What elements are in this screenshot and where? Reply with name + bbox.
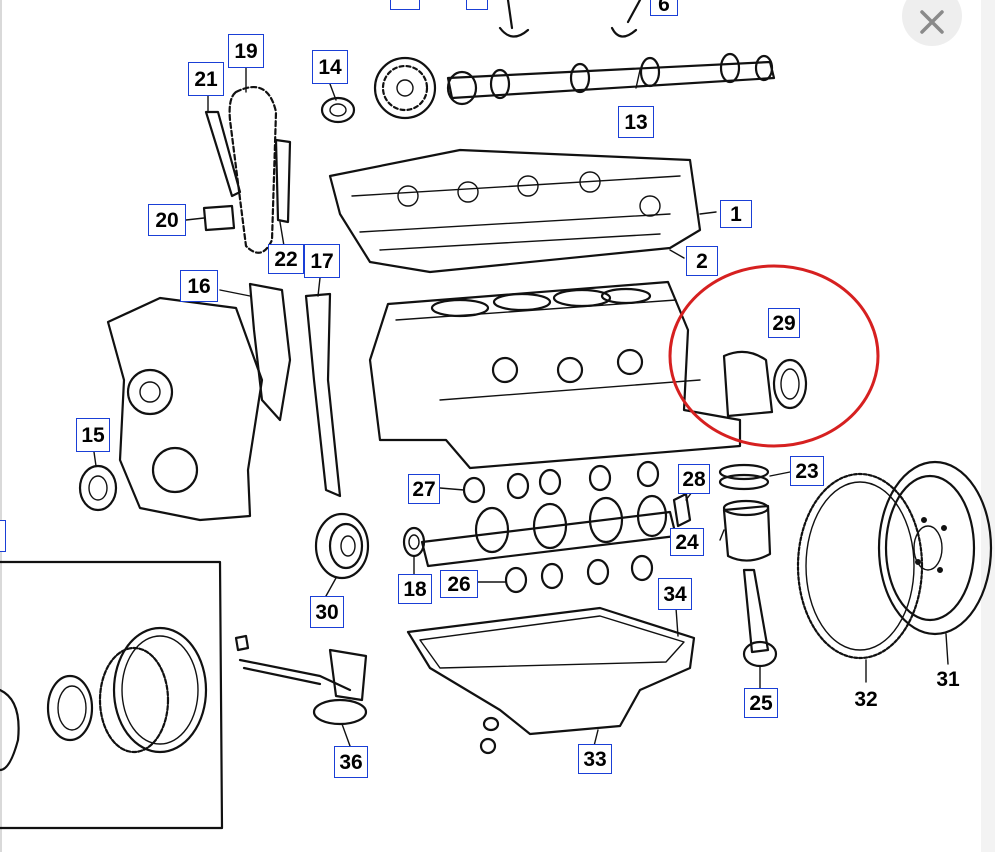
timing-chain [204, 86, 292, 254]
drain-plug [479, 716, 500, 755]
cylinder-head [328, 148, 702, 274]
part-label-28: 28 [678, 464, 710, 494]
piston-rings [718, 463, 770, 491]
part-label-24: 24 [670, 528, 704, 556]
part-label-22: 22 [268, 244, 304, 274]
part-label-6: 6 [650, 0, 678, 16]
part-label-36: 36 [334, 746, 368, 778]
part-label-32: 32 [854, 687, 878, 711]
front-oil-seal [78, 464, 118, 512]
part-label-34: 34 [658, 578, 692, 610]
part-label-cropped-top [390, 0, 420, 10]
crank-pulley [314, 512, 370, 580]
frame-right-edge [981, 0, 995, 852]
highlight-ring [668, 264, 880, 448]
part-label-15: 15 [76, 418, 110, 452]
part-label-20: 20 [148, 204, 186, 236]
part-label-14: 14 [312, 50, 348, 84]
close-icon [920, 10, 944, 34]
piston [722, 499, 772, 562]
cover-seal-strip [304, 292, 342, 498]
part-label-13: 13 [618, 106, 654, 138]
chain-tensioner [202, 204, 236, 232]
part-label-16: 16 [180, 270, 218, 302]
main-bearings-lower [504, 554, 654, 594]
rear-seal-retainer [722, 350, 808, 418]
rod-bearing [672, 492, 692, 528]
part-label-21: 21 [188, 62, 224, 96]
part-label-23: 23 [790, 456, 824, 486]
close-button[interactable] [902, 0, 962, 46]
cam-sprocket [373, 56, 437, 120]
frame-left-edge [0, 0, 2, 852]
inset-detail-box [0, 560, 224, 830]
part-label-27: 27 [408, 474, 440, 504]
part-label-25: 25 [744, 688, 778, 718]
part-label-2: 2 [686, 246, 718, 276]
camshaft [446, 52, 776, 106]
cam-gear-small [320, 96, 356, 124]
timing-cover [106, 296, 264, 522]
flywheel [877, 460, 993, 636]
part-label-17: 17 [304, 244, 340, 278]
part-label-cropped-left [0, 520, 6, 552]
part-label-1: 1 [720, 200, 752, 228]
part-label-26: 26 [440, 570, 478, 598]
part-label-18: 18 [398, 574, 432, 604]
valve-6 [610, 0, 642, 38]
ring-gear [796, 472, 924, 660]
oil-pan [406, 606, 696, 736]
valve-5 [498, 0, 530, 38]
part-label-19: 19 [228, 34, 264, 68]
part-label-30: 30 [310, 596, 344, 628]
part-label-31: 31 [936, 667, 960, 691]
cover-gasket [248, 282, 292, 422]
part-label-29: 29 [768, 308, 800, 338]
oil-strainer [234, 634, 368, 726]
part-label-cropped-top-2 [466, 0, 488, 10]
part-label-33: 33 [578, 744, 612, 774]
